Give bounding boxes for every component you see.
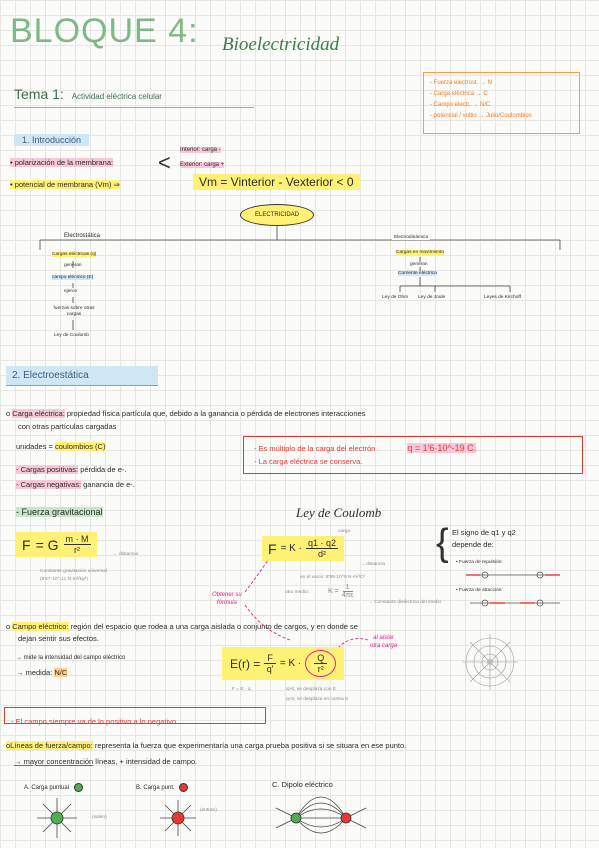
gravity-label: - Fuerza gravitacional	[16, 507, 103, 517]
signo-text-1: El signo de q1 y q2	[452, 528, 516, 537]
page-subtitle: Bioelectricidad	[222, 34, 340, 55]
carga-def-2: con otras partículas cargadas	[18, 422, 117, 431]
cargas-negativas: - Cargas negativas: ganancia de e-.	[16, 480, 135, 489]
polarization-interior: Interior: carga -	[180, 147, 221, 153]
coulomb-title: Ley de Coulomb	[296, 505, 382, 520]
al-aislar: al aislar otra carga	[370, 635, 398, 649]
units-line: - Campo electr. → N/C	[430, 102, 491, 108]
tree-l2: generan	[64, 263, 82, 268]
tipo-b-note: (entran)	[200, 808, 217, 813]
tree-l6: Ley de Coulomb	[54, 333, 89, 338]
units-box: - Fuerza electrost. → N - Carga eléctric…	[423, 72, 580, 134]
field-diagram	[462, 634, 518, 690]
signo-brace: {	[436, 522, 449, 564]
campo-def-2: dejan sentir sus efectos.	[18, 634, 99, 643]
coulomb-k: K = 1 4πε	[328, 584, 354, 599]
charge-multiple-text: - Es múltiplo de la carga del electrón	[254, 444, 376, 453]
tipo-b: B. Carga punt.	[136, 783, 189, 792]
tree-leaf: Ley de Joule	[418, 295, 446, 300]
lineas-2: → mayor concentración líneas, + intensid…	[14, 757, 198, 766]
tree-l5: fuerzas sobre otras cargas	[53, 306, 95, 317]
campo-fe: F = E · q	[232, 687, 251, 692]
tree-left-label: Electrostática	[62, 233, 103, 239]
gravity-formula: F = G m · M r²	[16, 532, 97, 557]
units-line: - Fuerza electrost. → N	[430, 80, 493, 86]
carga-unidades: unidades = coulombios (C)	[16, 442, 106, 451]
lineas-def: oLíneas de fuerza/campo: representa la f…	[6, 741, 407, 750]
tree-l3: campo eléctrico (E)	[52, 275, 94, 280]
gravity-dist: ← distancia	[113, 552, 139, 557]
tema-underline	[14, 107, 254, 108]
signo-repulsion: • Fuerza de repulsión:	[456, 560, 503, 565]
campo-cond-2: q<0, se desplaza en contra E	[286, 697, 349, 702]
signo-text-2: depende de:	[452, 540, 494, 549]
page-title: BLOQUE 4:	[10, 12, 199, 50]
electron-charge-box: - Es múltiplo de la carga del electrón q…	[243, 436, 583, 474]
coulomb-vacio: en el vacío: 8'99·10^9 N·m²/C²	[300, 575, 366, 580]
charge-conserved-text: - La carga eléctrica se conserva.	[254, 457, 363, 466]
units-line: - Carga eléctrica → C	[430, 91, 488, 97]
charge-formula: q = 1'6·10^-19 C.	[407, 443, 477, 453]
campo-def: o Campo eléctrico: región del espacio qu…	[6, 622, 358, 631]
tipo-a-note: (salen)	[92, 815, 107, 820]
gravity-note-1: Constante gravitación universal	[40, 569, 107, 574]
campo-cond-1: q>0, se desplaza con E	[286, 687, 337, 692]
tipo-a: A. Carga puntual	[24, 783, 83, 792]
tree-r3: Corriente eléctrica	[398, 271, 437, 276]
tipo-c: C. Dipolo eléctrico	[272, 780, 333, 789]
coulomb-formula: F = K · q1 · q2 d²	[262, 536, 344, 561]
potential-formula: Vm = Vinterior - Vexterior < 0	[193, 174, 360, 190]
tree-root: ELECTRICIDAD	[240, 204, 314, 226]
gravity-note-2: (6'67·10^-11 N·m²/kg²)	[40, 577, 88, 582]
carga-def: o Carga eléctrica: propiedad física part…	[6, 409, 366, 418]
tree-right-label: Electrodinámica	[392, 235, 431, 240]
tree-l1: Cargas eléctricas (q)	[52, 252, 97, 257]
section-2-title: 2. Electroestática	[6, 366, 158, 386]
tree-r2: generan	[410, 262, 428, 267]
coulomb-carga-note: carga	[338, 529, 350, 534]
tree-l4: ejerce	[64, 289, 78, 294]
potential-label: • potencial de membrana (Vm) ⇒	[10, 180, 120, 189]
tema-heading: Tema 1: Actividad eléctrica celular	[14, 86, 162, 102]
tree-leaf: Leyes de Kirchoff	[484, 295, 521, 300]
coulomb-dist: → distancia	[360, 562, 386, 567]
coulomb-otro: otro medio:	[285, 590, 309, 595]
coulomb-kconst: → Constante dieléctrica del medio	[368, 600, 442, 605]
cargas-positivas: - Cargas positivas: pérdida de e-.	[16, 465, 127, 474]
field-direction-box: - El campo siempre va de lo positivo a l…	[4, 707, 266, 726]
campo-mide: → mide la intensidad del campo eléctrico	[16, 655, 126, 661]
brace: <	[158, 150, 171, 175]
section-1-title: 1. Introducción	[14, 134, 90, 146]
polarization-exterior: Exterior: carga +	[180, 162, 225, 168]
polarization-label: • polarización de la membrana:	[10, 158, 114, 167]
tree-r1: Cargas en movimiento	[396, 250, 444, 255]
units-line: - potencial / voltio → Julio/Coulombios	[430, 113, 532, 119]
tree-leaf: Ley de Ohm	[382, 295, 409, 300]
coulomb-obtener: Obtener su fórmula	[212, 592, 242, 606]
signo-atraccion: • Fuerza de atracción:	[456, 588, 503, 593]
campo-medida: → medida: N/C	[16, 668, 68, 677]
campo-formula: E(r) = F q' = K · Q r²	[222, 647, 345, 680]
